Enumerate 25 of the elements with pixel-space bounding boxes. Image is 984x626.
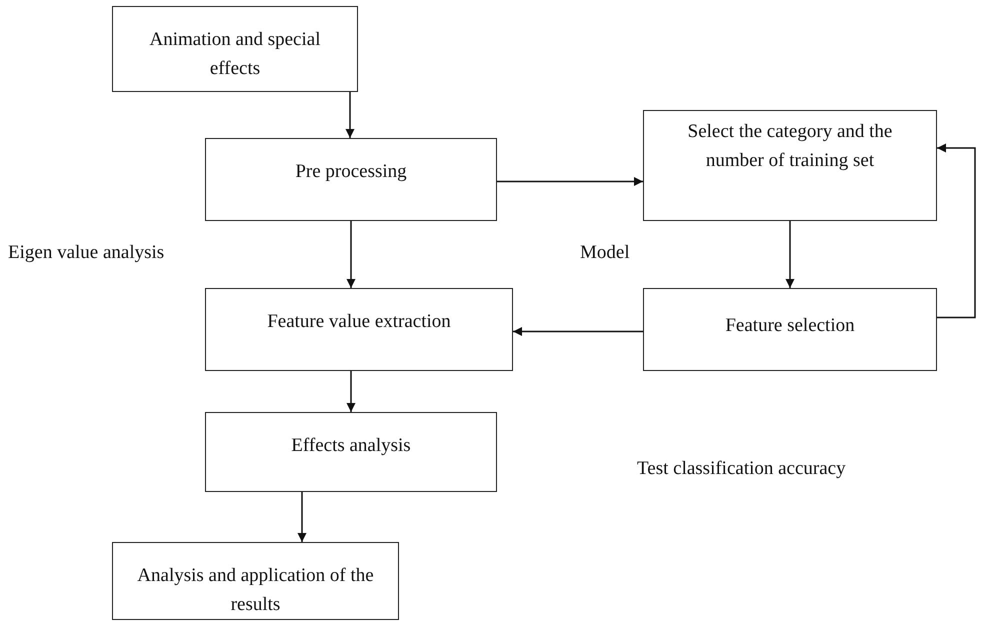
arrow <box>346 221 356 288</box>
box-text: Effects analysis <box>291 435 411 456</box>
process-box <box>643 288 937 371</box>
arrow <box>937 144 976 318</box>
arrow <box>497 177 643 186</box>
arrow <box>786 221 794 288</box>
box-text: Feature selection <box>725 315 855 336</box>
process-box <box>205 412 497 492</box>
process-box <box>112 6 358 92</box>
process-box <box>205 288 513 371</box>
box-text: Pre processing <box>295 161 407 182</box>
note-text: Eigen value analysis <box>8 242 164 264</box>
box-text: Select the category and the number of training set <box>688 121 892 172</box>
arrow <box>346 371 356 412</box>
process-box <box>643 110 937 221</box>
arrow <box>513 327 643 336</box>
arrow <box>298 492 306 542</box>
box-text: Feature value extraction <box>267 311 451 332</box>
note-text: Test classification accuracy <box>637 458 846 480</box>
box-text: Animation and special effects <box>150 29 320 80</box>
process-box <box>112 542 399 620</box>
process-box <box>205 138 497 221</box>
arrow <box>346 92 354 138</box>
note-text: Model <box>580 242 630 264</box>
box-text: Analysis and application of the results <box>137 565 374 616</box>
